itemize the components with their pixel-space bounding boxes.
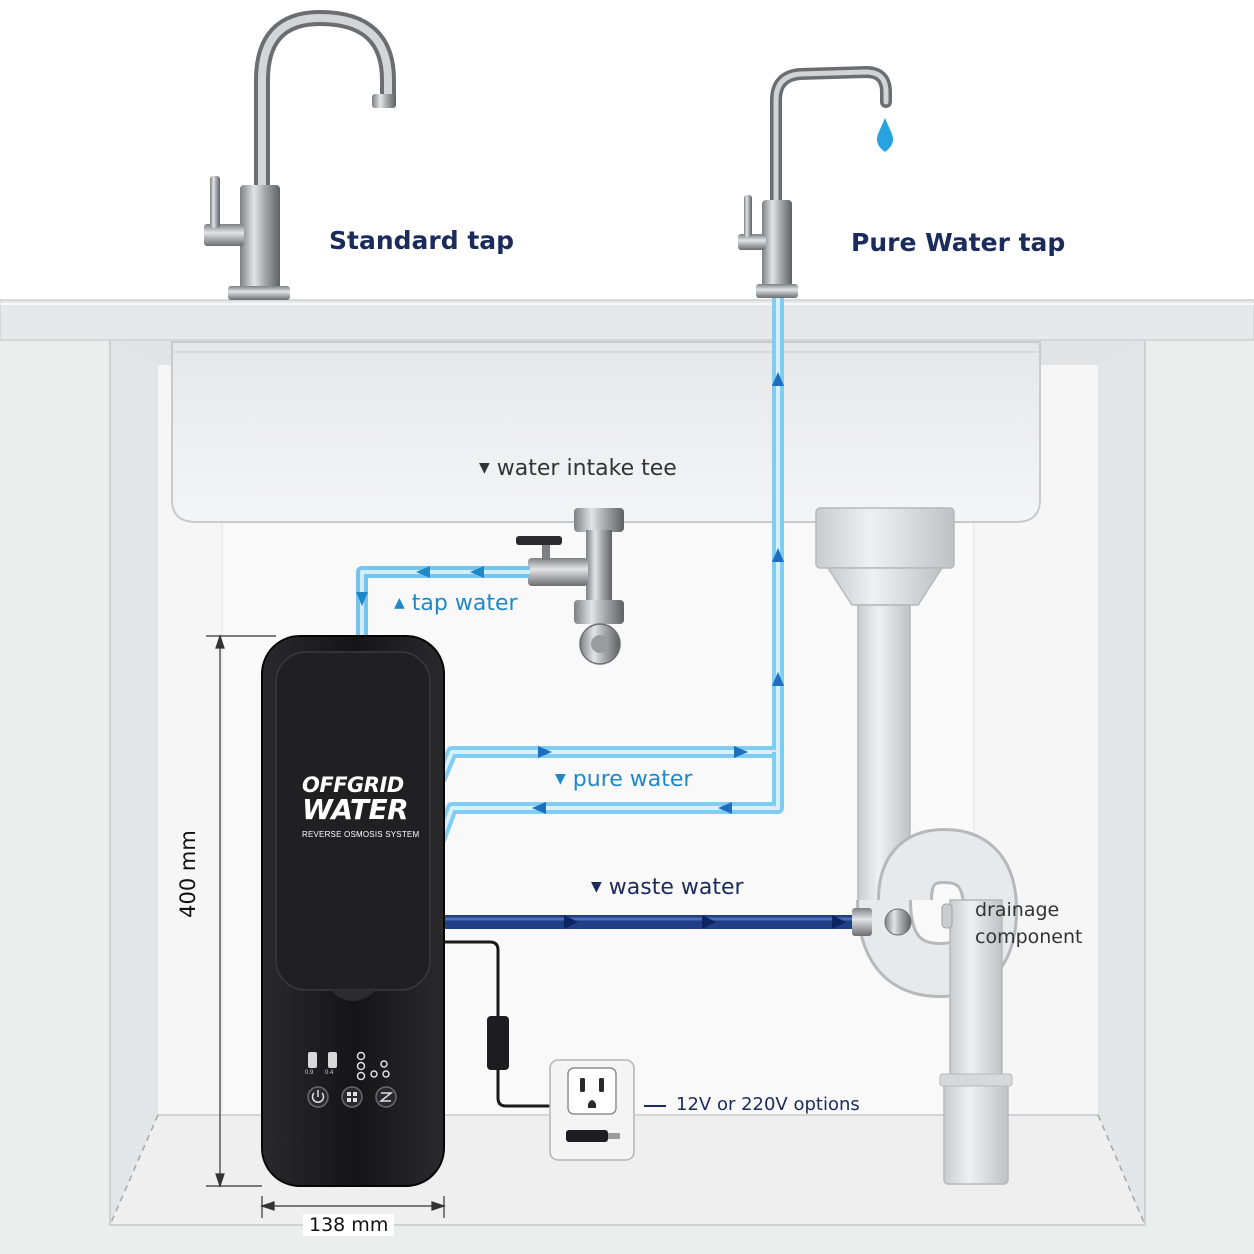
power-outlet bbox=[549, 1059, 666, 1161]
device-brand-line2: WATER bbox=[302, 793, 409, 826]
pure-tap-label: Pure Water tap bbox=[851, 228, 1066, 257]
standard-tap bbox=[204, 9, 396, 300]
device-subtitle: REVERSE OSMOSIS SYSTEM bbox=[302, 830, 420, 839]
countertop bbox=[0, 299, 1254, 341]
drain-clamp bbox=[941, 903, 953, 929]
marker-down: ▼ bbox=[555, 771, 566, 787]
waste-water-label: ▼ waste water bbox=[591, 875, 744, 900]
menu-button[interactable] bbox=[341, 1086, 363, 1108]
tap-water-line bbox=[356, 566, 530, 636]
cabinet-right-wall bbox=[1098, 338, 1145, 1225]
standard-tap-label: Standard tap bbox=[329, 226, 515, 255]
waste-flow-arrows bbox=[564, 915, 846, 929]
pure-water-label: ▼ pure water bbox=[555, 767, 693, 792]
device-brand-line1: OFFGRID bbox=[302, 773, 404, 797]
indicator-left-value: 0.9 bbox=[305, 1070, 314, 1076]
sink-bowl bbox=[171, 341, 1041, 523]
tap-water-label: ▲ tap water bbox=[394, 591, 518, 616]
height-dimension bbox=[206, 634, 276, 1188]
flush-icon bbox=[378, 1092, 394, 1102]
grid-icon bbox=[347, 1092, 357, 1102]
intake-tee-label: ▼ water intake tee bbox=[479, 456, 677, 481]
drainage-label: drainage component bbox=[975, 899, 1083, 948]
tap-flow-arrows bbox=[416, 566, 484, 578]
indicator-right-value: 0.4 bbox=[325, 1070, 334, 1076]
marker-down: ▼ bbox=[591, 879, 602, 895]
intake-tee bbox=[516, 508, 624, 665]
cabinet-left-wall bbox=[110, 338, 158, 1225]
marker-up: ▲ bbox=[394, 595, 405, 611]
drain-assembly bbox=[815, 507, 1019, 1185]
power-icon bbox=[311, 1092, 325, 1104]
waste-water-line bbox=[440, 908, 912, 936]
dc-plug bbox=[566, 1130, 608, 1142]
width-dimension bbox=[260, 1196, 446, 1218]
power-button[interactable] bbox=[307, 1086, 329, 1108]
ro-device bbox=[261, 635, 445, 1187]
width-label: 138 mm bbox=[303, 1214, 395, 1236]
pure-water-tap bbox=[738, 65, 894, 298]
pure-water-lines bbox=[434, 298, 784, 843]
water-drop-icon bbox=[876, 118, 894, 152]
power-cable bbox=[434, 940, 552, 1108]
flush-button[interactable] bbox=[375, 1086, 397, 1108]
indicator-left bbox=[308, 1052, 317, 1068]
power-label: 12V or 220V options bbox=[676, 1094, 860, 1115]
height-label: 400 mm bbox=[176, 830, 200, 918]
marker-down: ▼ bbox=[479, 460, 490, 476]
indicator-right bbox=[328, 1052, 337, 1068]
